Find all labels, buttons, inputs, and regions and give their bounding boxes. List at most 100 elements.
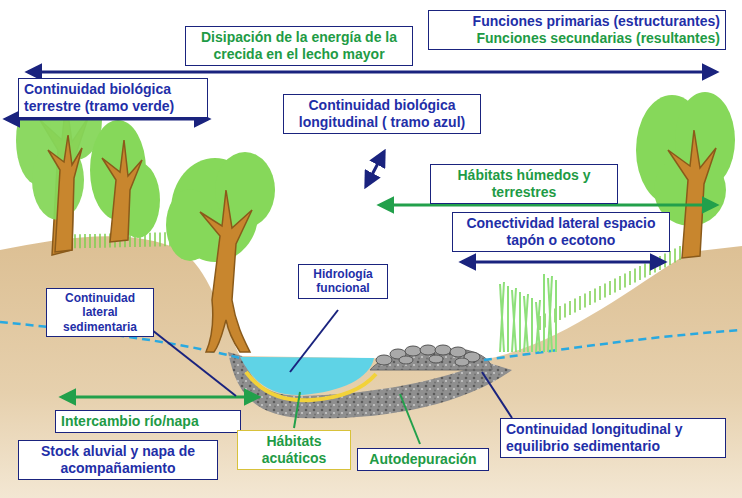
grass-stroke	[579, 296, 581, 310]
label-text: Hábitats húmedos y terrestres	[436, 167, 612, 201]
stones	[376, 345, 480, 366]
grass-stroke	[524, 296, 528, 352]
grass-stroke	[99, 234, 101, 248]
grass-stroke	[543, 274, 545, 352]
grass-stroke	[584, 294, 586, 308]
grass-stroke	[614, 279, 616, 293]
reeds	[500, 274, 556, 352]
illustration-part	[290, 310, 338, 372]
grass-stroke	[536, 300, 540, 352]
label-text: Continuidad biológica terrestre (tramo v…	[24, 81, 202, 115]
grass-stroke	[574, 299, 576, 313]
grass-stroke	[154, 233, 156, 247]
illustration-part	[450, 347, 466, 357]
label-text: Autodepuración	[363, 451, 483, 468]
grass-stroke	[639, 266, 641, 280]
grass-stroke	[79, 234, 81, 248]
illustration-part	[420, 345, 436, 355]
grass-stroke	[149, 233, 151, 247]
grass-stroke	[674, 249, 676, 263]
grass-stroke	[512, 290, 516, 352]
grass-stroke	[89, 234, 91, 248]
label-text: Hábitats acuáticos	[243, 433, 345, 467]
grass-stroke	[159, 232, 161, 246]
illustration-part	[366, 152, 384, 186]
illustration-part	[380, 204, 716, 207]
double-arrow	[6, 72, 716, 397]
illustration-part	[62, 396, 258, 399]
label-box: Continuidad biológica terrestre (tramo v…	[18, 78, 208, 118]
water-table	[484, 330, 742, 360]
grass-stroke	[104, 234, 106, 248]
illustration-part	[429, 355, 443, 363]
grass-stroke	[679, 246, 681, 260]
grass-stroke	[164, 232, 166, 246]
grass-stroke	[629, 271, 631, 285]
label-box: Hábitats húmedos y terrestres	[430, 164, 618, 204]
illustration-part	[399, 356, 413, 364]
illustration-part	[102, 140, 142, 242]
label-text: Hidrología funcional	[304, 267, 382, 296]
label-box: Funciones primarias (estructurantes)Func…	[428, 10, 726, 50]
label-text: Disipación de la energía de la crecida e…	[191, 29, 407, 63]
grass-stroke	[644, 264, 646, 278]
label-text: Stock aluvial y napa de acompañamiento	[24, 443, 212, 477]
grass-stroke	[531, 298, 533, 352]
label-box: Hidrología funcional	[298, 264, 388, 299]
tree	[166, 152, 275, 352]
illustration-part	[400, 394, 420, 444]
grass-stroke	[594, 289, 596, 303]
illustration-part	[294, 392, 300, 428]
illustration-part	[6, 118, 208, 121]
grass-stroke	[569, 301, 571, 315]
grass-stroke	[84, 234, 86, 248]
label-box: Continuidad lateral sedimentaria	[46, 288, 154, 337]
label-box: Intercambio río/napa	[55, 410, 241, 433]
label-text: Continuidad biológica longitudinal ( tra…	[289, 97, 475, 131]
grass-stroke	[74, 234, 76, 248]
tree	[90, 120, 160, 242]
label-text: Continuidad longitudinal y equilibrio se…	[506, 421, 720, 455]
illustration-part	[152, 330, 236, 396]
label-box: Continuidad biológica longitudinal ( tra…	[283, 94, 481, 134]
grass-stroke	[589, 291, 591, 305]
illustration-part	[166, 189, 214, 261]
grass-stroke	[536, 302, 540, 352]
grass-stroke	[664, 254, 666, 268]
label-text: Intercambio río/napa	[61, 413, 235, 430]
label-text: Funciones secundarias (resultantes)	[434, 30, 720, 47]
grass-stroke	[500, 282, 504, 352]
label-box: Autodepuración	[357, 448, 489, 471]
grass-stroke	[604, 284, 606, 298]
grass-stroke	[634, 269, 636, 283]
label-box: Disipación de la energía de la crecida e…	[185, 26, 413, 66]
label-box: Continuidad longitudinal y equilibrio se…	[500, 418, 726, 458]
grass-stroke	[555, 280, 557, 352]
grass-stroke	[507, 286, 509, 352]
illustration-part	[28, 71, 716, 74]
grass-stroke	[559, 306, 561, 320]
grass-stroke	[669, 251, 671, 265]
grass-stroke	[524, 294, 528, 352]
label-box: Stock aluvial y napa de acompañamiento	[18, 440, 218, 480]
grass-stroke	[564, 304, 566, 318]
grass-stroke	[609, 281, 611, 295]
grass-stroke	[548, 278, 552, 352]
grass-stroke	[500, 284, 504, 352]
grass-stroke	[512, 288, 516, 352]
grass-stroke	[619, 276, 621, 290]
illustration-part	[462, 261, 664, 264]
label-text: Continuidad lateral sedimentaria	[52, 291, 148, 334]
label-text: Conectividad lateral espacio tapón o eco…	[458, 215, 664, 249]
grass-stroke	[548, 276, 552, 352]
river-bank	[0, 236, 742, 498]
label-box: Conectividad lateral espacio tapón o eco…	[452, 212, 670, 252]
gravel-bed	[228, 352, 512, 418]
label-box: Hábitats acuáticos	[237, 430, 351, 470]
grass-stroke	[599, 286, 601, 300]
illustration-part	[200, 190, 252, 352]
illustration-part	[376, 355, 392, 365]
grass-stroke	[624, 274, 626, 288]
illustration-part	[455, 358, 469, 366]
